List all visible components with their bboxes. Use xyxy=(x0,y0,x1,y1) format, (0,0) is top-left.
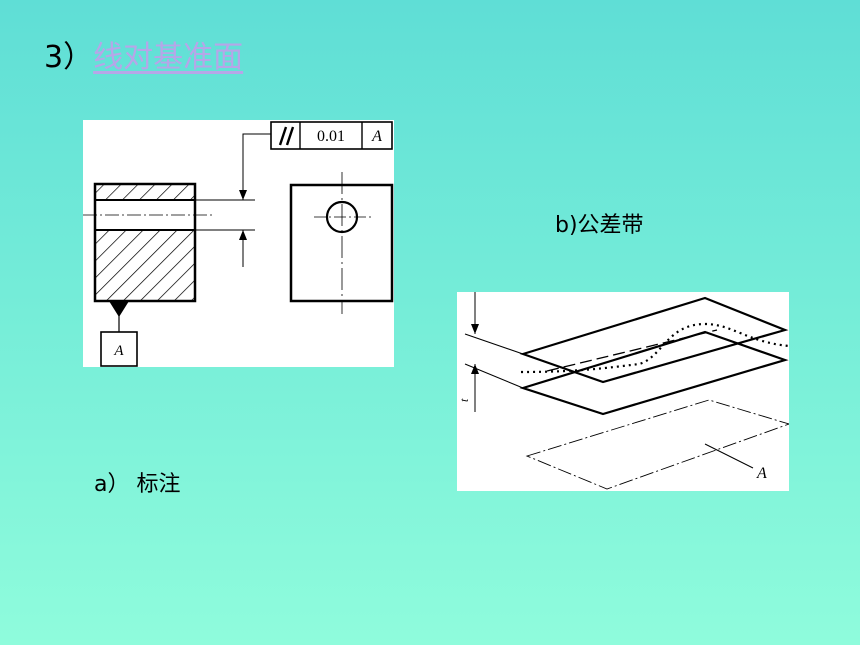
lower-plane xyxy=(519,330,789,416)
datum-symbol: A xyxy=(100,301,138,367)
title-link[interactable]: 线对基准面 xyxy=(93,40,244,75)
tolerance-zone-svg: A t xyxy=(457,292,791,490)
annotation-drawing-svg: A 0.01 A xyxy=(83,121,394,367)
annotation-drawing: A 0.01 A xyxy=(83,120,394,367)
datum-plane xyxy=(525,399,791,490)
frame-datum: A xyxy=(371,128,382,145)
frame-tolerance: 0.01 xyxy=(317,128,345,145)
caption-b: b)公差带 xyxy=(555,213,644,238)
caption-a: a） 标注 xyxy=(94,472,181,497)
ideal-line xyxy=(546,329,718,372)
title-number: 3） xyxy=(44,40,94,75)
zone-datum-label: A xyxy=(756,465,767,482)
zone-width-label: t xyxy=(457,398,471,402)
parallelism-icon xyxy=(278,126,288,146)
upper-plane xyxy=(519,296,789,384)
tolerance-zone-drawing: A t xyxy=(457,292,791,491)
actual-line xyxy=(520,322,790,374)
feature-control-frame: 0.01 A xyxy=(270,121,393,150)
side-view xyxy=(289,172,394,314)
slide-title: 3）线对基准面 xyxy=(44,38,243,78)
datum-label: A xyxy=(113,343,124,359)
dimension-lines xyxy=(195,133,271,267)
front-view xyxy=(83,182,215,303)
